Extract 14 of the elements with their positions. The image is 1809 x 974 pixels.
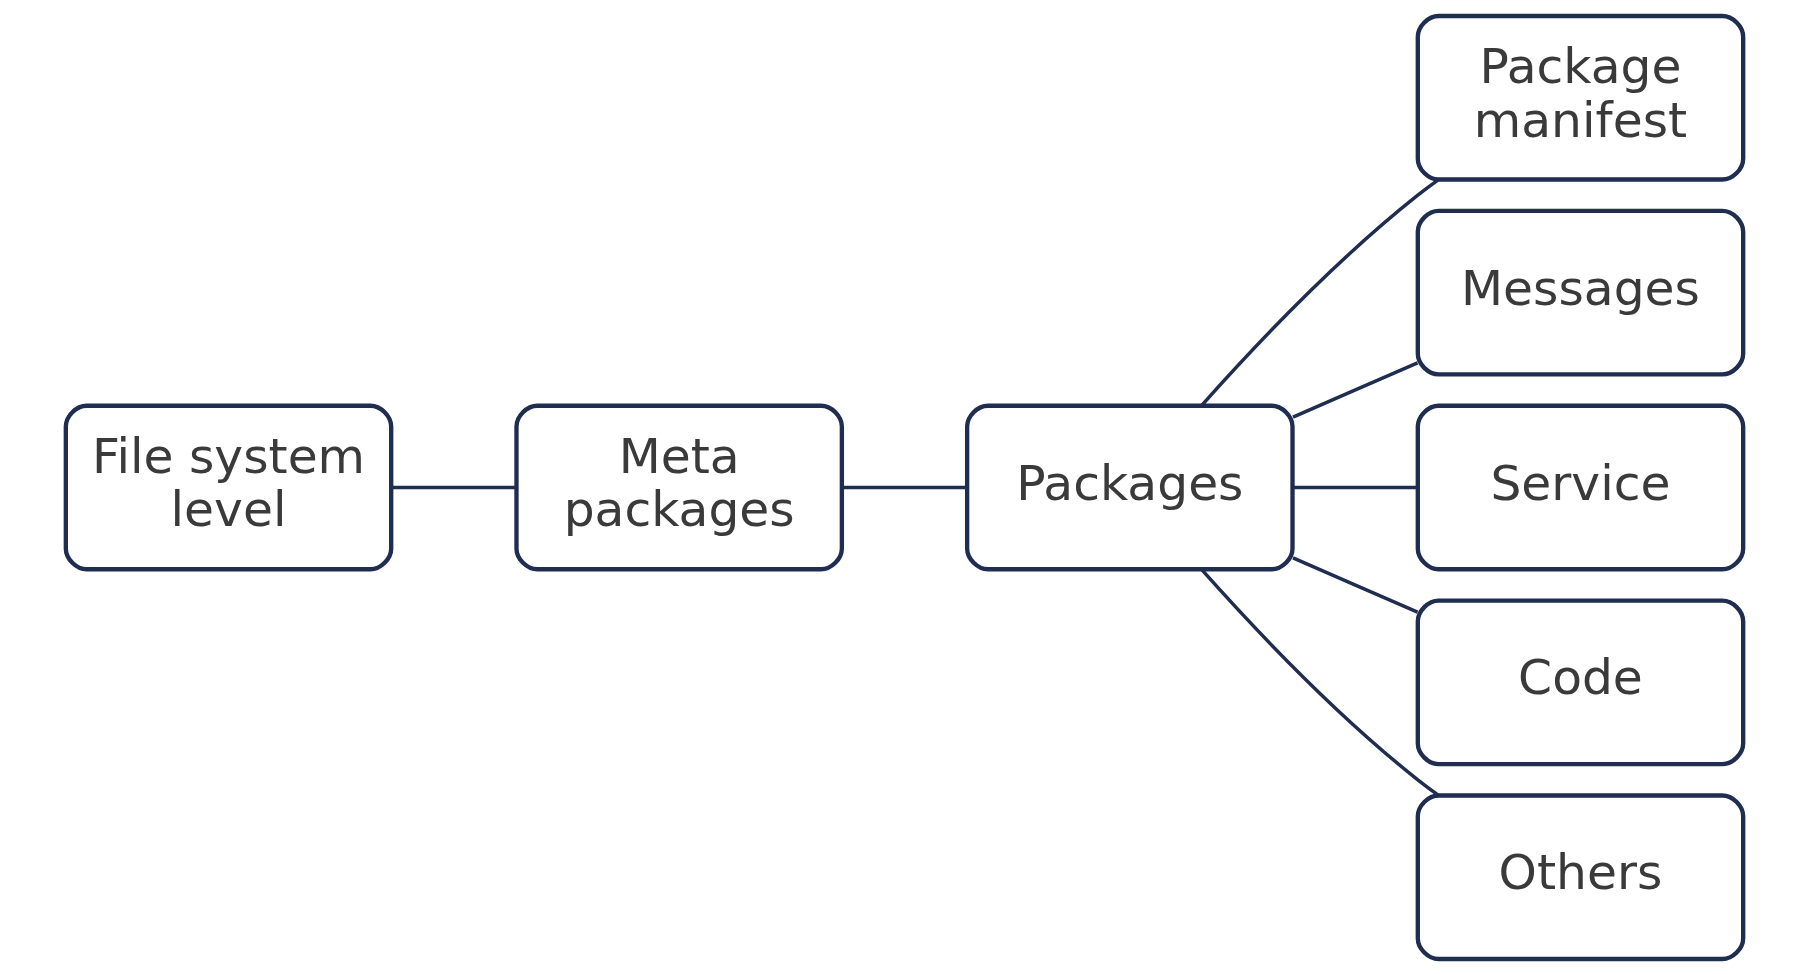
node-box: Package manifest <box>1415 13 1746 182</box>
node-box: Meta packages <box>514 403 845 571</box>
node-box: Messages <box>1415 208 1746 377</box>
node-box: Code <box>1415 597 1746 766</box>
connector <box>1293 485 1418 489</box>
node-box: File system level <box>63 403 394 571</box>
connector <box>1292 360 1419 419</box>
node-box: Others <box>1415 792 1746 961</box>
connector <box>1292 555 1419 614</box>
connector <box>842 485 967 489</box>
node-box: Packages <box>964 403 1295 571</box>
connector <box>391 485 517 489</box>
node-box: Service <box>1415 403 1746 571</box>
connector <box>1200 568 1440 797</box>
